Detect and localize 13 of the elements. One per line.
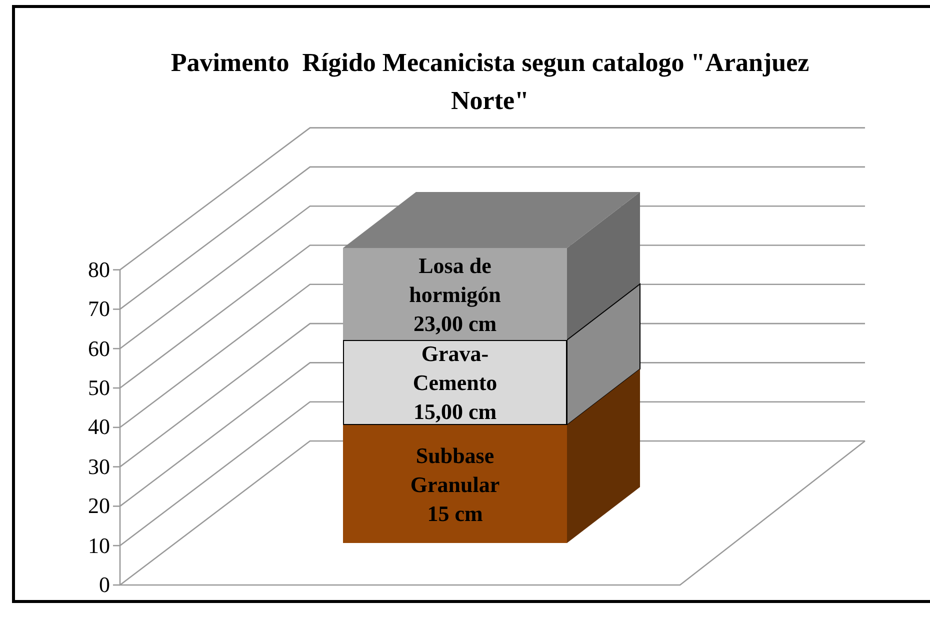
chart-title: Pavimento Rígido Mecanicista segun catalogo "Aranjuez Norte" <box>170 47 810 117</box>
axis-tick-label: 50 <box>87 376 110 400</box>
axis-tick-label: 0 <box>98 573 110 597</box>
pavement-layer-block: Losa de hormigón 23,00 cm <box>343 248 567 340</box>
axis-tick-label: 20 <box>87 494 110 518</box>
axis-tick-label: 80 <box>87 258 110 282</box>
axis-tick-label: 40 <box>87 415 110 440</box>
pavement-layer-block: Grava-Cemento 15,00 cm <box>343 340 567 425</box>
axis-tick-label: 30 <box>87 454 110 479</box>
axis-tick-label: 60 <box>87 336 110 361</box>
axis-tick-label: 70 <box>87 297 110 322</box>
axis-tick-label: 10 <box>87 534 110 558</box>
pavement-layer-block: Subbase Granular 15 cm <box>343 425 567 543</box>
